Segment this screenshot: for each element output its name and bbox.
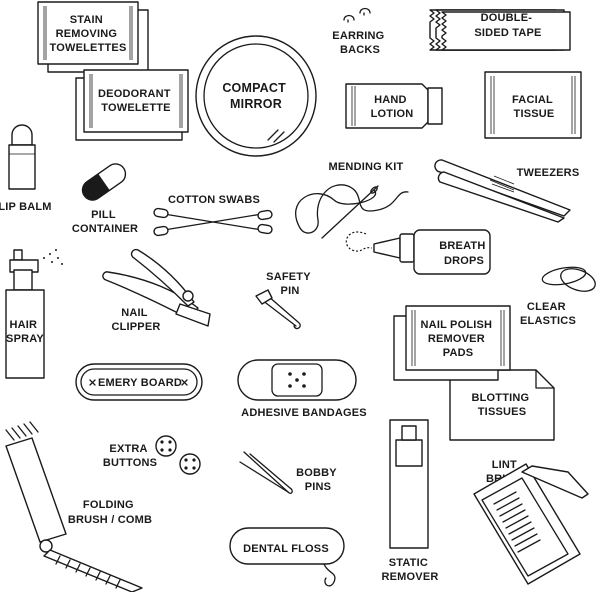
dental-floss-container-icon [229,527,345,587]
cotton-swabs-label: COTTON SWABS [168,194,260,206]
hand-lotion-label: HAND LOTION [371,94,414,120]
tweezers-label: TWEEZERS [517,167,580,179]
mending-kit-label: MENDING KIT [329,161,404,173]
static-remover-label: STATIC REMOVER [381,557,438,583]
double-sided-tape-label: DOUBLE- SIDED TAPE [474,12,541,39]
breath-drops-label: BREATH DROPS [439,240,488,267]
hair-spray-label: HAIR SPRAY [6,319,44,345]
lip-balm-icon [8,124,36,190]
breath-drops-bottle-icon [345,229,491,275]
bobby-pins-label: BOBBY PINS [296,467,340,493]
folding-brush-comb-label: FOLDING BRUSH / COMB [68,499,152,526]
blotting-tissues-icon [449,369,555,441]
tweezers-icon [434,159,571,223]
stain-towelettes-label: STAIN REMOVING TOWELETTES [50,14,127,54]
nail-polish-remover-pads-label: NAIL POLISH REMOVER PADS [421,319,496,359]
pill-container-label: PILL CONTAINER [72,209,138,235]
hair-spray-can-icon [5,249,63,379]
compact-mirror-label: COMPACT MIRROR [222,81,289,111]
static-remover-can-icon [389,419,429,549]
clear-elastics-label: CLEAR ELASTICS [520,301,576,327]
clear-elastics-icon [541,266,596,292]
compact-mirror-icon [195,35,317,157]
safety-pin-icon [255,289,301,330]
extra-buttons-label: EXTRA BUTTONS [103,443,157,469]
emery-board-icon [75,363,203,401]
earring-backs-icon [343,7,371,23]
mending-kit-needle-thread-icon [295,184,409,239]
extra-buttons-icon [155,435,201,475]
facial-tissue-packet-icon [484,71,582,139]
cotton-swabs-icon [153,207,273,237]
bobby-pins-icon [239,451,293,494]
nail-clipper-label: NAIL CLIPPER [111,307,160,333]
facial-tissue-label: FACIAL TISSUE [512,94,556,120]
folding-brush-comb-icon [5,421,143,592]
deodorant-towelette-label: DEODORANT TOWELETTE [98,88,174,114]
deodorant-towelette-packet-icon [75,69,189,141]
nail-polish-remover-pads-packet-icon [393,305,511,381]
adhesive-bandage-icon [237,359,357,401]
earring-backs-label: EARRING BACKS [332,30,387,56]
pill-container-icon [81,163,127,201]
emery-board-label: EMERY BOARD [98,377,182,389]
adhesive-bandages-label: ADHESIVE BANDAGES [241,407,367,419]
double-sided-tape-icon [429,9,571,51]
hand-lotion-tube-icon [345,83,443,129]
nail-clipper-icon [102,248,211,327]
safety-pin-label: SAFETY PIN [266,271,314,297]
lint-brush-icon [473,463,589,585]
stain-towelettes-packet-icon [37,1,149,73]
blotting-tissues-label: BLOTTING TISSUES [471,392,532,418]
lip-balm-label: LIP BALM [0,201,52,213]
dental-floss-label: DENTAL FLOSS [243,543,329,555]
